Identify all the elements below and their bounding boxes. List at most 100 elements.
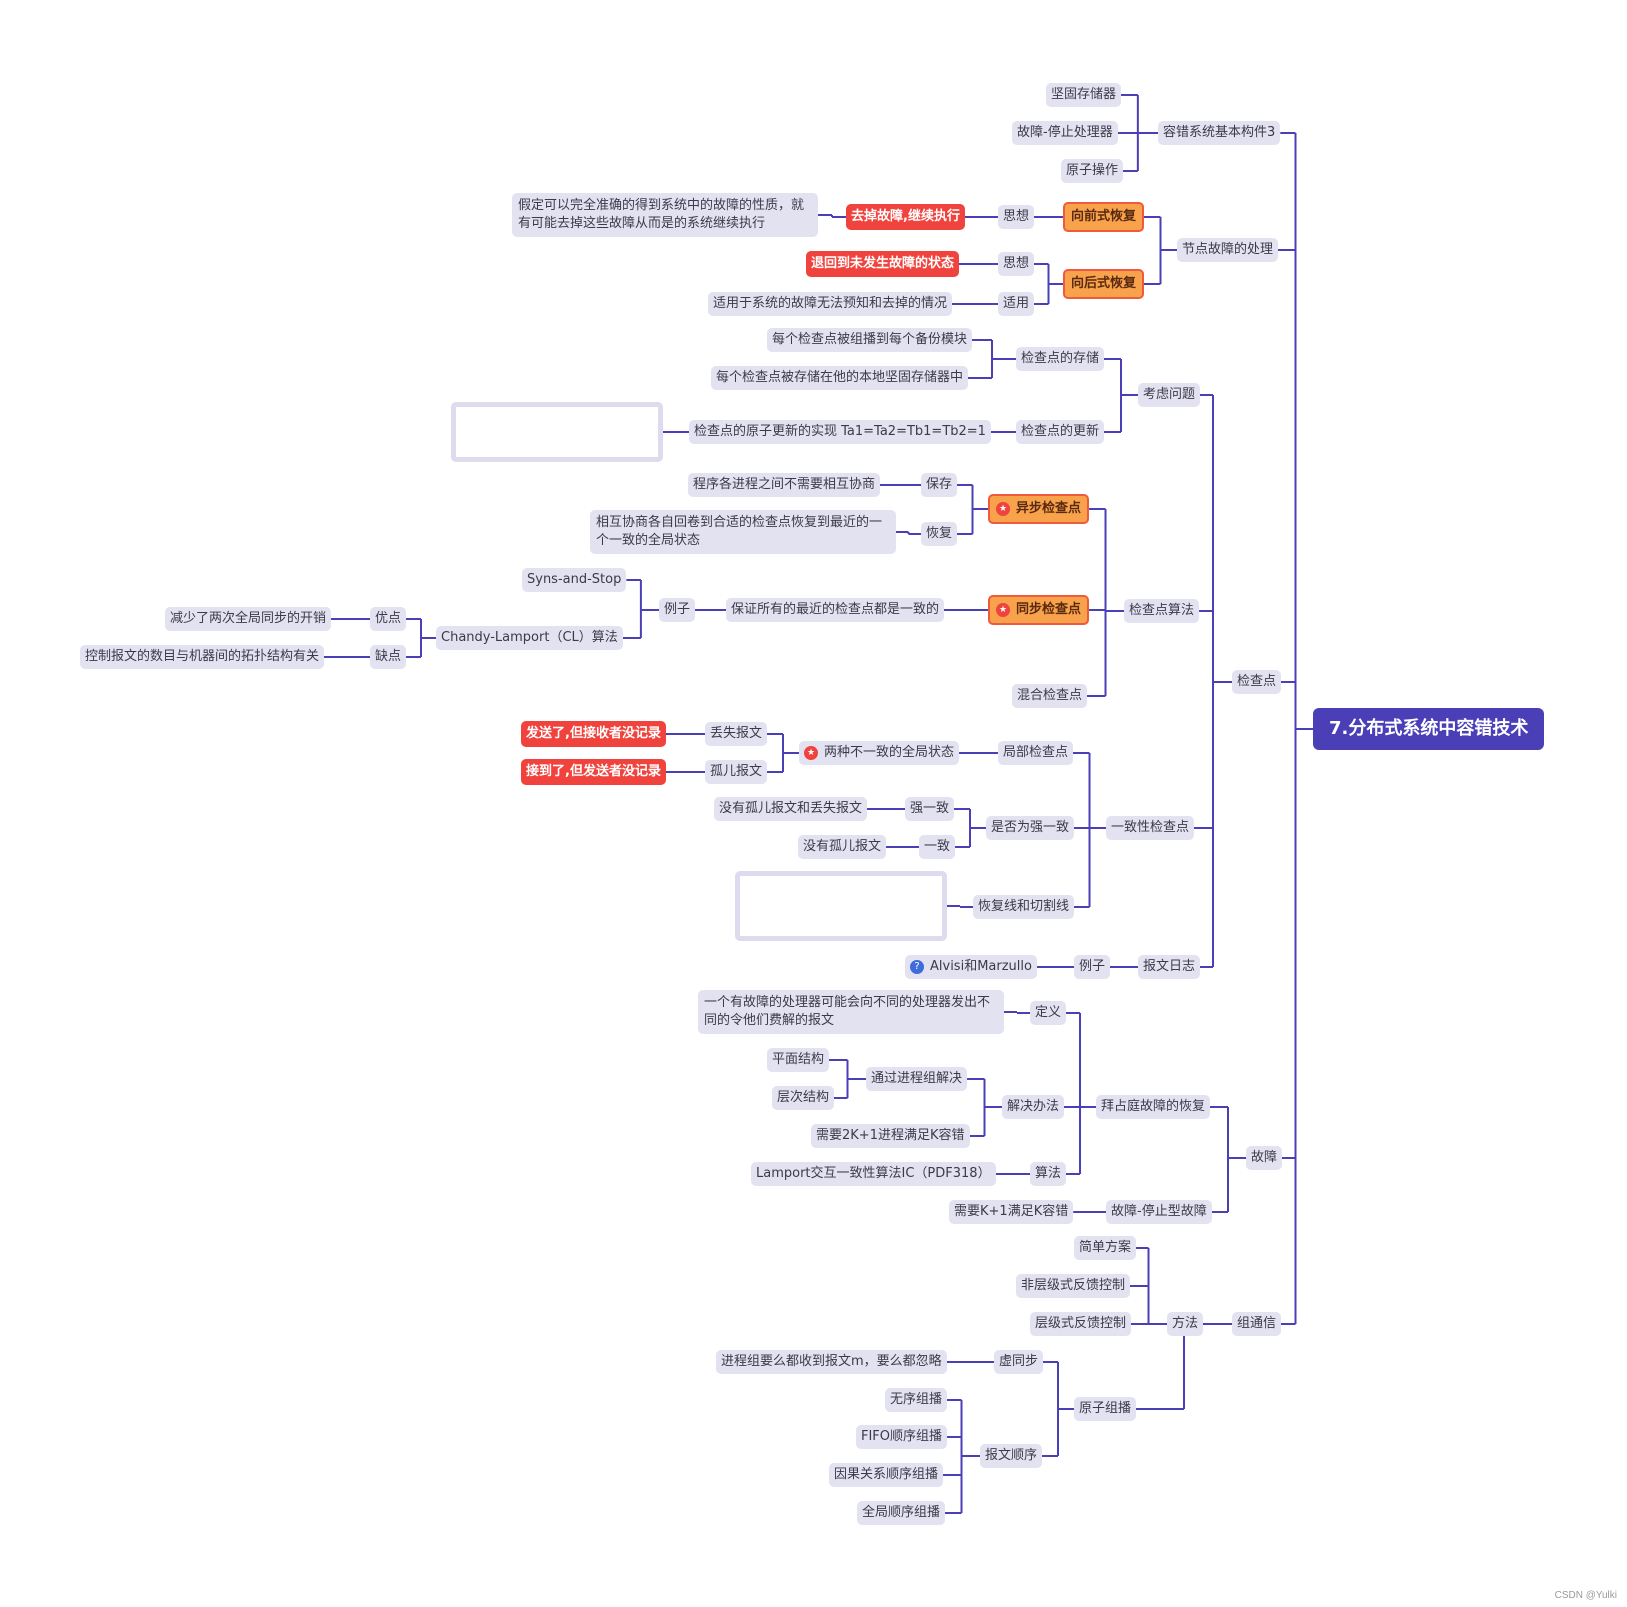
topic-two-inconsistent[interactable]: ★ 两种不一致的全局状态 [799, 741, 960, 765]
topic-local-checkpoint[interactable]: 局部检查点 [998, 741, 1074, 765]
topic-strong[interactable]: 强一致 [905, 797, 955, 821]
topic-forward-recovery[interactable]: 向前式恢复 [1063, 202, 1145, 232]
topic-orphan-message-value[interactable]: 接到了,但发送者没记录 [521, 759, 666, 785]
topic-async-recover-value[interactable]: 相互协商各自回卷到合适的检查点恢复到最近的一个一致的全局状态 [590, 510, 896, 554]
connector-topic-backward-recovery [1034, 263, 1063, 305]
topic-unordered-multicast[interactable]: 无序组播 [885, 1388, 948, 1412]
star-icon: ★ [996, 602, 1010, 617]
topic-atomic-operation[interactable]: 原子操作 [1061, 159, 1124, 183]
topic-hier-feedback[interactable]: 层级式反馈控制 [1030, 1312, 1132, 1336]
topic-weak-value[interactable]: 没有孤儿报文 [798, 835, 887, 859]
topic-byz-algo[interactable]: 算法 [1030, 1162, 1067, 1186]
topic-byz-group[interactable]: 通过进程组解决 [866, 1067, 968, 1091]
connector-topic-fault [1210, 1106, 1246, 1213]
topic-consider[interactable]: 考虑问题 [1138, 383, 1201, 407]
topic-byz-def-value[interactable]: 一个有故障的处理器可能会向不同的处理器发出不同的令他们费解的报文 [698, 990, 1004, 1034]
connector-topic-sync-example [622, 579, 659, 639]
topic-async-save-value[interactable]: 程序各进程之间不需要相互协商 [688, 473, 881, 497]
topic-cl-pro[interactable]: 优点 [370, 607, 407, 631]
topic-stable-storage[interactable]: 坚固存储器 [1046, 83, 1122, 107]
alvisi-label: Alvisi和Marzullo [930, 959, 1032, 974]
topic-sync-example[interactable]: 例子 [659, 598, 696, 622]
connector-topic-node-fault [1144, 216, 1177, 285]
topic-byz-solve[interactable]: 解决办法 [1002, 1095, 1065, 1119]
topic-orphan-message[interactable]: 孤儿报文 [705, 760, 768, 784]
topic-group-comm[interactable]: 组通信 [1232, 1312, 1282, 1336]
topic-weak[interactable]: 一致 [919, 835, 956, 859]
topic-fail-stop-value[interactable]: 需要K+1满足K容错 [949, 1200, 1074, 1224]
topic-cl-con[interactable]: 缺点 [370, 645, 407, 669]
topic-lost-message[interactable]: 丢失报文 [705, 722, 768, 746]
topic-fifo-multicast[interactable]: FIFO顺序组播 [856, 1425, 948, 1449]
two-inconsistent-label: 两种不一致的全局状态 [824, 745, 955, 760]
topic-byz-flat[interactable]: 平面结构 [767, 1048, 830, 1072]
connector-topic-recovery-cut-line [947, 905, 973, 908]
topic-sync-value[interactable]: 保证所有的最近的检查点都是一致的 [726, 598, 945, 622]
topic-strong-or-not[interactable]: 是否为强一致 [986, 816, 1075, 840]
root-topic[interactable]: 7.分布式系统中容错技术 [1313, 708, 1545, 750]
topic-backward-apply-value[interactable]: 适用于系统的故障无法预知和去掉的情况 [708, 292, 953, 316]
connector-topic-byz-group [829, 1059, 866, 1099]
topic-byzantine[interactable]: 拜占庭故障的恢复 [1096, 1095, 1211, 1119]
topic-byz-need[interactable]: 需要2K+1进程满足K容错 [811, 1124, 970, 1148]
topic-byz-def[interactable]: 定义 [1030, 1001, 1067, 1025]
topic-causal-multicast[interactable]: 因果关系顺序组播 [829, 1463, 944, 1487]
topic-log-example[interactable]: 例子 [1074, 955, 1111, 979]
topic-checkpoint-storage[interactable]: 检查点的存储 [1016, 347, 1105, 371]
topic-lost-message-value[interactable]: 发送了,但接收者没记录 [521, 721, 666, 747]
topic-fail-stop[interactable]: 故障-停止型故障 [1106, 1200, 1212, 1224]
connector-topic-strong-or-not [954, 808, 986, 848]
topic-fault[interactable]: 故障 [1246, 1146, 1283, 1170]
topic-byz-algo-value[interactable]: Lamport交互一致性算法IC（PDF318） [751, 1162, 996, 1186]
topic-atomic-multicast[interactable]: 原子组播 [1074, 1397, 1137, 1421]
topic-backward-recovery[interactable]: 向后式恢复 [1063, 269, 1145, 299]
topic-total-multicast[interactable]: 全局顺序组播 [857, 1501, 946, 1525]
topic-nonhier-feedback[interactable]: 非层级式反馈控制 [1016, 1274, 1131, 1298]
topic-update-atomic[interactable]: 检查点的原子更新的实现 Ta1=Ta2=Tb1=Tb2=1 [689, 420, 991, 444]
topic-async-save[interactable]: 保存 [921, 473, 958, 497]
topic-backward-apply[interactable]: 适用 [998, 292, 1035, 316]
topic-forward-idea-value[interactable]: 去掉故障,继续执行 [846, 204, 965, 230]
topic-virtual-sync-value[interactable]: 进程组要么都收到报文m，要么都忽略 [716, 1350, 947, 1374]
topic-node-fault[interactable]: 节点故障的处理 [1177, 238, 1279, 262]
topic-recovery-cut-line[interactable]: 恢复线和切割线 [973, 895, 1075, 919]
topic-checkpoint-algorithm[interactable]: 检查点算法 [1124, 599, 1200, 623]
topic-consistent-checkpoint[interactable]: 一致性检查点 [1106, 816, 1195, 840]
topic-mixed-checkpoint[interactable]: 混合检查点 [1012, 684, 1088, 708]
topic-checkpoint-update[interactable]: 检查点的更新 [1016, 420, 1105, 444]
topic-fail-stop-processor[interactable]: 故障-停止处理器 [1012, 121, 1118, 145]
connector-topic-byz-solve [967, 1078, 1002, 1137]
connector-topic-forward-idea-value [818, 214, 846, 218]
topic-backward-idea[interactable]: 思想 [998, 252, 1035, 276]
connector-topic-async-recover [896, 531, 921, 535]
topic-message-log[interactable]: 报文日志 [1138, 955, 1201, 979]
topic-simple-scheme[interactable]: 简单方案 [1074, 1236, 1137, 1260]
topic-storage-multicast[interactable]: 每个检查点被组播到每个备份模块 [767, 328, 973, 352]
topic-syns-and-stop[interactable]: Syns-and-Stop [522, 568, 627, 592]
topic-forward-note[interactable]: 假定可以完全准确的得到系统中的故障的性质，就有可能去掉这些故障从而是的系统继续执… [512, 193, 818, 237]
topic-async-recover[interactable]: 恢复 [921, 522, 958, 546]
topic-forward-idea[interactable]: 思想 [998, 205, 1035, 229]
topic-alvisi-marzullo[interactable]: ?Alvisi和Marzullo [905, 955, 1037, 979]
topic-basic-components[interactable]: 容错系统基本构件3 [1158, 121, 1281, 145]
topic-method[interactable]: 方法 [1167, 1312, 1204, 1336]
connector-topic-checkpoint-storage [968, 339, 1016, 379]
topic-cl-pro-value[interactable]: 减少了两次全局同步的开销 [165, 607, 332, 631]
topic-byz-tree[interactable]: 层次结构 [772, 1086, 835, 1110]
topic-storage-local[interactable]: 每个检查点被存储在他的本地坚固存储器中 [711, 366, 969, 390]
topic-message-order[interactable]: 报文顺序 [980, 1444, 1043, 1468]
connector-topic-checkpoint [1194, 394, 1232, 968]
topic-backward-idea-value[interactable]: 退回到未发生故障的状态 [806, 251, 960, 277]
connector-topic-basic-components [1117, 94, 1158, 172]
connector-topic-consider [1104, 358, 1138, 433]
topic-async-checkpoint[interactable]: ★异步检查点 [988, 494, 1090, 524]
connector-topic-chandy-lamport [406, 618, 436, 658]
topic-checkpoint[interactable]: 检查点 [1232, 670, 1282, 694]
topic-virtual-sync[interactable]: 虚同步 [994, 1350, 1044, 1374]
star-icon: ★ [804, 745, 818, 760]
topic-chandy-lamport[interactable]: Chandy-Lamport（CL）算法 [436, 626, 623, 650]
topic-strong-value[interactable]: 没有孤儿报文和丢失报文 [714, 797, 868, 821]
connector-topic-checkpoint-algorithm [1087, 508, 1124, 697]
topic-sync-checkpoint[interactable]: ★同步检查点 [988, 595, 1090, 625]
topic-cl-con-value[interactable]: 控制报文的数目与机器间的拓扑结构有关 [80, 645, 325, 669]
